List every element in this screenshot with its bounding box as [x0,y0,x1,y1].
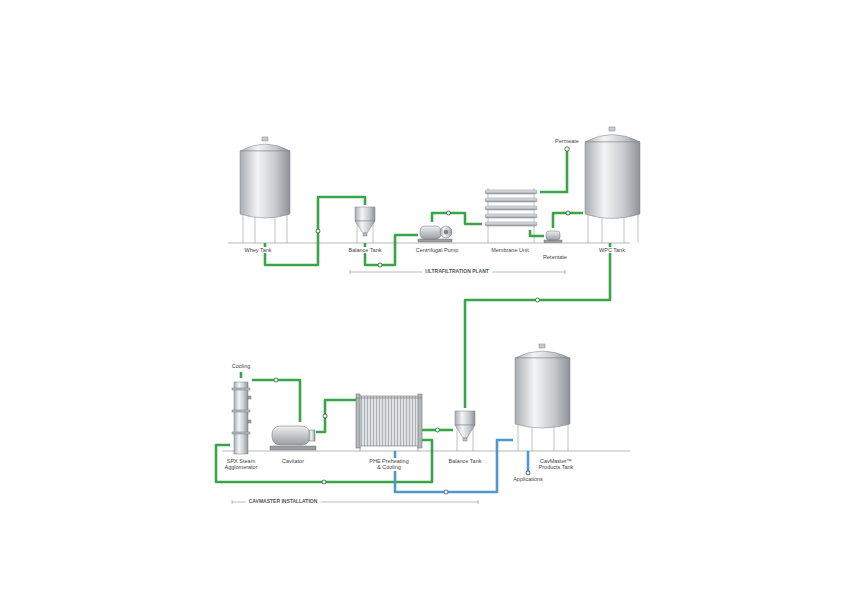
equipment-label: Whey Tank [243,247,272,253]
flow-marker [378,263,382,267]
outlet-label: Permeate [554,138,580,144]
balance-tank-drawing [455,411,475,451]
flow-marker [316,229,320,233]
process-pipe [395,440,513,492]
agglomerator-drawing [232,382,251,454]
permeate-pipe [540,151,567,192]
floor-line [228,243,630,244]
pipe-end [526,471,530,475]
floor-line [222,451,630,452]
flow-marker [566,211,570,215]
equipment-label: PHE Preheating & Cooling [368,458,410,471]
equipment-box: Whey Tank [238,136,292,243]
process-pipe [316,400,356,432]
equipment-box: CavMaster™ Products Tank [513,343,573,451]
section-title: CAVMASTER INSTALLATION [246,499,321,505]
process-pipe [530,230,544,236]
applications-pipe [527,451,530,472]
flow-marker [323,414,327,418]
equipment-label: Cavitator [281,458,305,464]
outlet-label: Cooling [231,363,252,369]
balance-tank-drawing [355,207,375,243]
flow-marker [274,378,278,382]
equipment-box: PHE Preheating & Cooling [356,394,422,451]
process-pipe [265,197,365,265]
whey-tank-drawing [240,137,290,243]
equipment-label: Balance Tank [448,458,483,464]
equipment-box: Retentate [544,228,562,243]
equipment-label: SPX Steam Agglomerator [219,458,263,471]
pipe-end [565,147,569,151]
flow-marker [322,480,326,484]
process-pipe [465,243,610,408]
equipment-box: WPC Tank [583,126,643,243]
equipment-label: Membrane Unit [490,247,530,253]
equipment-box: Centrifugal Pump [418,222,452,243]
flow-marker [536,298,540,302]
flow-marker [436,428,440,432]
process-pipe [432,213,482,224]
equipment-label: Retentate [542,254,568,260]
process-pipe [216,440,432,482]
flow-marker [447,211,451,215]
process-pipe [422,429,453,432]
equipment-box: Cavitator [270,422,316,451]
products-tank-drawing [515,344,570,451]
cavitator-drawing [270,426,316,450]
section-bracket [350,270,565,274]
equipment-label: CavMaster™ Products Tank [536,458,576,471]
equipment-box: SPX Steam Agglomerator [230,378,252,455]
process-pipe [252,380,300,422]
outlet-label: Applications [512,476,544,482]
wpc-tank-drawing [585,127,640,243]
phe-drawing [356,394,422,451]
cooling-pipe [240,372,243,378]
equipment-box: Balance Tank [353,205,377,243]
equipment-box: Balance Tank [453,408,477,451]
equipment-label: Balance Tank [348,247,383,253]
retentate-pump-drawing [544,231,562,243]
equipment-label: WPC Tank [598,247,626,253]
flow-marker [444,490,448,494]
equipment-box: Membrane Unit [482,186,540,230]
equipment-label: Centrifugal Pump [415,247,460,253]
pump-drawing [418,226,452,242]
section-bracket [232,500,478,504]
section-title: ULTRAFILTRATION PLANT [422,269,492,275]
